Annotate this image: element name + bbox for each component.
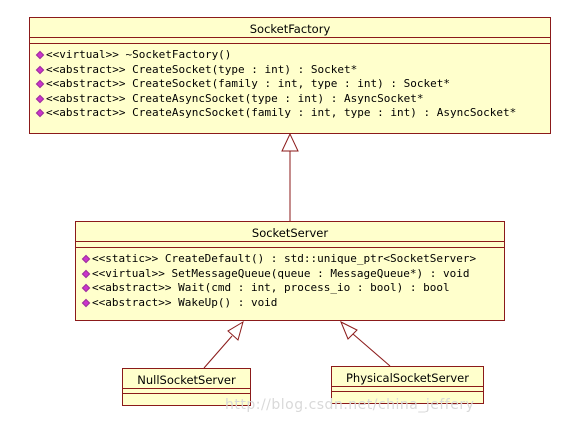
operation: <<abstract>> CreateAsyncSocket(family : … [35,106,550,121]
operation-text: <<abstract>> Wait(cmd : int, process_io … [92,281,450,294]
watermark: http://blog.csdn.net/china_jeffery [225,397,475,413]
generalization-nullsocketserver-socketserver [203,320,244,369]
operation-text: <<virtual>> ~SocketFactory() [46,48,232,61]
operation: <<static>> CreateDefault() : std::unique… [81,252,504,267]
operations-compartment: <<virtual>> ~SocketFactory() <<abstract>… [30,44,550,121]
operation-marker-icon [35,94,45,103]
operation: <<virtual>> ~SocketFactory() [35,48,550,63]
operation: <<abstract>> CreateSocket(type : int) : … [35,62,550,78]
operation-marker-icon [35,65,45,74]
operation-marker-icon [81,255,91,264]
class-title: PhysicalSocketServer [332,367,483,387]
class-nullsocketserver[interactable]: NullSocketServer [122,368,251,406]
operation: <<virtual>> SetMessageQueue(queue : Mess… [81,266,504,282]
attributes-compartment [30,38,550,44]
generalization-physicalsocketserver-socketserver [340,320,391,367]
class-title: SocketServer [76,222,504,242]
operation-text: <<abstract>> CreateAsyncSocket(family : … [46,106,517,119]
class-title: NullSocketServer [123,369,250,389]
operation: <<abstract>> CreateAsyncSocket(type : in… [35,91,550,107]
operation: <<abstract>> CreateSocket(family : int, … [35,77,550,92]
operation-marker-icon [81,284,91,293]
operation: <<abstract>> Wait(cmd : int, process_io … [81,281,504,296]
class-socketserver[interactable]: SocketServer <<static>> CreateDefault() … [75,221,505,321]
attributes-compartment [332,387,483,392]
operation-text: <<virtual>> SetMessageQueue(queue : Mess… [92,266,470,280]
operation-marker-icon [35,109,45,118]
operation-text: <<abstract>> WakeUp() : void [92,295,278,309]
operation-text: <<abstract>> CreateSocket(family : int, … [46,77,450,90]
class-physicalsocketserver[interactable]: PhysicalSocketServer [331,366,484,404]
attributes-compartment [76,242,504,248]
operation-text: <<static>> CreateDefault() : std::unique… [92,252,477,265]
operations-compartment: <<static>> CreateDefault() : std::unique… [76,248,504,310]
operation-marker-icon [81,269,91,278]
operation-marker-icon [35,80,45,89]
operation: <<abstract>> WakeUp() : void [81,295,504,311]
class-socketfactory[interactable]: SocketFactory <<virtual>> ~SocketFactory… [29,17,551,134]
generalization-socketserver-socketfactory [281,132,299,221]
attributes-compartment [123,389,250,394]
class-title: SocketFactory [30,18,550,38]
operation-text: <<abstract>> CreateSocket(type : int) : … [46,62,358,76]
operation-marker-icon [35,51,45,60]
operation-marker-icon [81,298,91,307]
operation-text: <<abstract>> CreateAsyncSocket(type : in… [46,91,424,105]
